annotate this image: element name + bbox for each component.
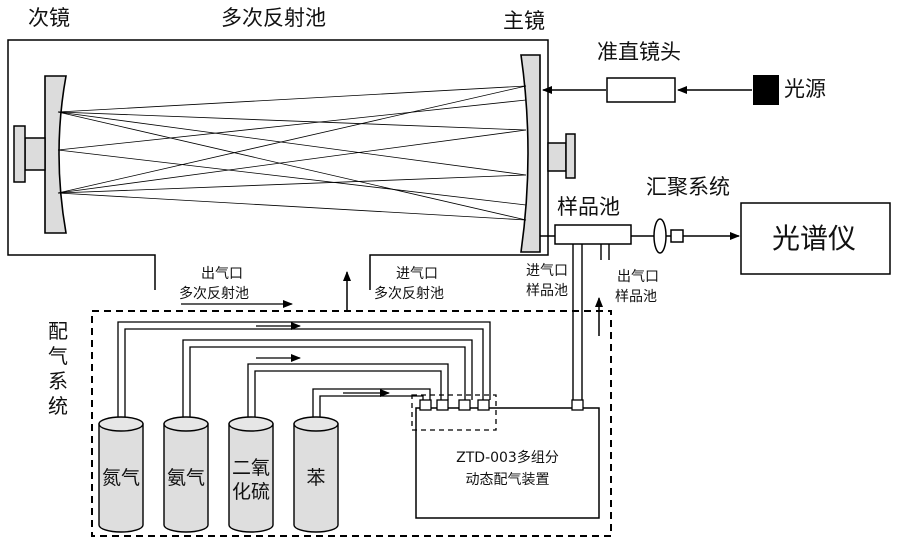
- label-secondary-mirror: 次镜: [28, 6, 70, 30]
- sample-cell-ports: [572, 244, 610, 408]
- label-outlet-multipass-1: 出气口: [201, 266, 243, 282]
- label-multipass-cell: 多次反射池: [221, 6, 326, 30]
- label-primary-mirror: 主镜: [503, 9, 545, 33]
- secondary-mirror: [13, 75, 67, 234]
- gas-flow-arrows: [256, 322, 390, 397]
- sample-cell: [554, 224, 632, 245]
- gas-cylinder-sulfur-dioxide: [228, 416, 274, 533]
- label-spectrometer: 光谱仪: [772, 222, 857, 255]
- label-gas-system: 配 气 系 统: [48, 319, 68, 418]
- cylinder-label-sulfur-dioxide: 二氧 化硫: [231, 457, 270, 503]
- primary-mirror: [520, 54, 576, 253]
- multipass-light-rays: [57, 85, 527, 221]
- label-inlet-multipass-2: 多次反射池: [374, 286, 444, 302]
- gas-cylinder-ammonia: [163, 416, 209, 533]
- label-focusing-system: 汇聚系统: [646, 175, 730, 199]
- label-collimator-lens: 准直镜头: [597, 40, 681, 64]
- focusing-lens: [653, 218, 667, 254]
- device-port-2: [436, 399, 449, 411]
- device-port-4: [477, 399, 490, 411]
- label-inlet-sample-2: 样品池: [526, 283, 568, 299]
- label-sample-cell: 样品池: [557, 195, 620, 219]
- gas-cylinder-nitrogen: [98, 416, 144, 533]
- gas-supply-lines: [117, 321, 491, 420]
- label-inlet-multipass-1: 进气口: [396, 266, 438, 282]
- label-outlet-sample-1: 出气口: [617, 269, 659, 285]
- cylinder-label-benzene: 苯: [306, 467, 326, 489]
- cylinder-label-nitrogen: 氮气: [101, 467, 140, 489]
- detector-coupler: [670, 229, 684, 243]
- device-port-3: [458, 399, 471, 411]
- light-source: [753, 75, 779, 105]
- gas-cylinder-benzene: [293, 416, 339, 533]
- label-inlet-sample-1: 进气口: [526, 263, 568, 279]
- device-ports-dashed-group: [411, 394, 497, 431]
- collimator-lens: [606, 77, 676, 103]
- cylinder-label-ammonia: 氨气: [166, 467, 205, 489]
- device-port-1: [419, 399, 432, 411]
- label-outlet-multipass-2: 多次反射池: [179, 286, 249, 302]
- gas-mixing-device: [415, 407, 600, 519]
- gas-device-label: ZTD-003多组分 动态配气装置: [456, 450, 559, 488]
- multipass-cell-housing: [7, 39, 549, 290]
- label-outlet-sample-2: 样品池: [615, 289, 657, 305]
- device-port-outlet: [571, 399, 584, 411]
- label-light-source: 光源: [784, 77, 826, 101]
- spectrometer: [740, 202, 891, 275]
